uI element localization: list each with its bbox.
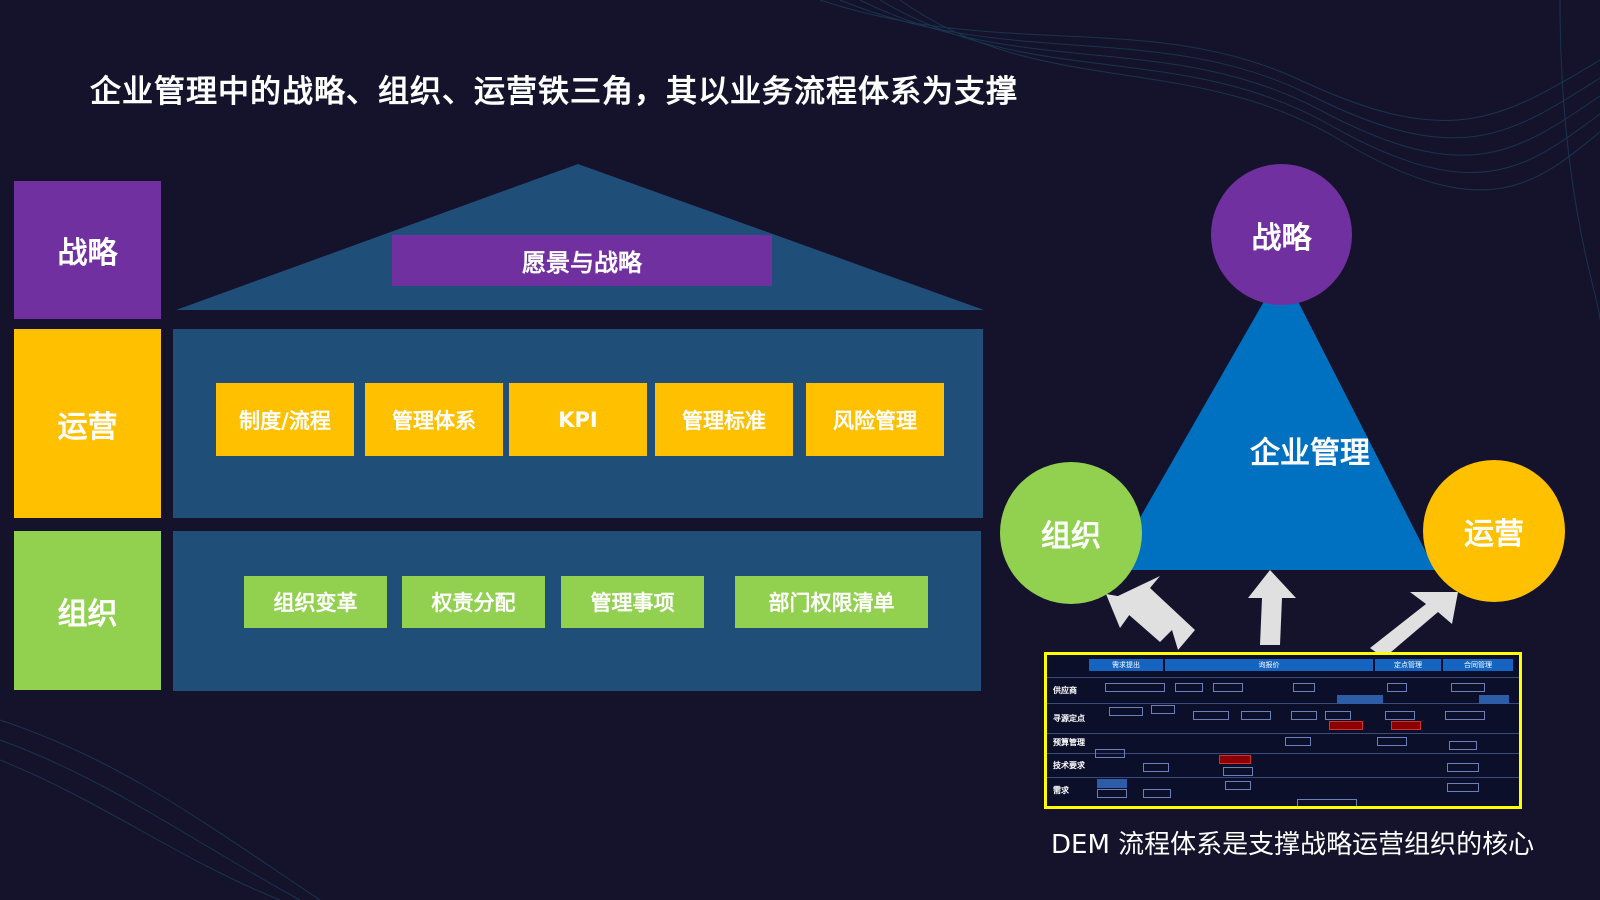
flow-box: [1223, 767, 1253, 776]
flow-box: [1175, 683, 1203, 692]
flow-box: [1105, 683, 1165, 692]
flow-box: [1387, 683, 1407, 692]
flow-box: [1213, 683, 1243, 692]
flow-box: [1377, 737, 1407, 746]
flow-box: [1097, 779, 1127, 788]
triangle-strategy-circle: 战略: [1211, 164, 1352, 305]
flow-box: [1479, 695, 1509, 704]
flow-box: [1095, 749, 1125, 758]
org-item-org-change: 组织变革: [244, 576, 387, 628]
ops-item-management-standard: 管理标准: [655, 383, 793, 456]
flow-box: [1385, 711, 1415, 720]
flow-box: [1109, 707, 1143, 716]
phase-demand: 需求提出: [1089, 659, 1163, 671]
lane-demand: 需求: [1053, 786, 1069, 795]
org-item-department-authority-list: 部门权限清单: [735, 576, 928, 628]
org-item-management-matters: 管理事项: [561, 576, 704, 628]
flow-box: [1297, 799, 1357, 806]
ops-item-risk-management: 风险管理: [806, 383, 944, 456]
flow-box: [1097, 789, 1127, 798]
vision-strategy-label: 愿景与战略: [392, 235, 772, 286]
flow-box: [1445, 711, 1485, 720]
flow-box: [1143, 789, 1171, 798]
flow-box: [1285, 737, 1311, 746]
triangle-operations-circle: 运营: [1423, 460, 1565, 602]
flow-box: [1329, 721, 1363, 730]
flow-box: [1151, 705, 1175, 714]
flow-box: [1325, 711, 1351, 720]
iron-triangle-diagram: [1106, 270, 1458, 658]
flow-box: [1225, 781, 1251, 790]
lane-budget: 预算管理: [1053, 738, 1085, 747]
flow-box: [1293, 683, 1315, 692]
flow-box: [1219, 755, 1251, 764]
flow-box: [1449, 741, 1477, 750]
flow-box: [1143, 763, 1169, 772]
flow-box: [1241, 711, 1271, 720]
ops-item-management-system: 管理体系: [365, 383, 503, 456]
flow-box: [1193, 711, 1229, 720]
triangle-organization-circle: 组织: [1000, 462, 1142, 604]
diagram-caption: DEM 流程体系是支撑战略运营组织的核心: [1051, 830, 1535, 860]
lane-sourcing: 寻源定点: [1053, 714, 1085, 723]
flow-box: [1337, 695, 1383, 704]
process-map-thumbnail: 需求提出 询报价 定点管理 合同管理 供应商 寻源定点 预算管理 技术要求 需求: [1044, 652, 1522, 809]
flow-box: [1451, 683, 1485, 692]
phase-contract: 合同管理: [1443, 659, 1513, 671]
ops-item-kpi: KPI: [509, 383, 647, 456]
org-item-responsibility: 权责分配: [402, 576, 545, 628]
flow-box: [1447, 783, 1479, 792]
page-title: 企业管理中的战略、组织、运营铁三角，其以业务流程体系为支撑: [90, 74, 1018, 110]
side-label-strategy: 战略: [14, 181, 161, 319]
ops-item-policy-process: 制度/流程: [216, 383, 354, 456]
flow-box: [1391, 721, 1421, 730]
side-label-operations: 运营: [14, 329, 161, 518]
triangle-center-label: 企业管理: [1250, 436, 1370, 471]
side-label-organization: 组织: [14, 531, 161, 690]
flow-box: [1291, 711, 1317, 720]
support-arrows: [1112, 570, 1296, 650]
phase-quotation: 询报价: [1165, 659, 1373, 671]
lane-technical: 技术要求: [1053, 761, 1085, 770]
phase-sourcing: 定点管理: [1375, 659, 1441, 671]
flow-box: [1447, 763, 1479, 772]
lane-supplier: 供应商: [1053, 686, 1077, 695]
